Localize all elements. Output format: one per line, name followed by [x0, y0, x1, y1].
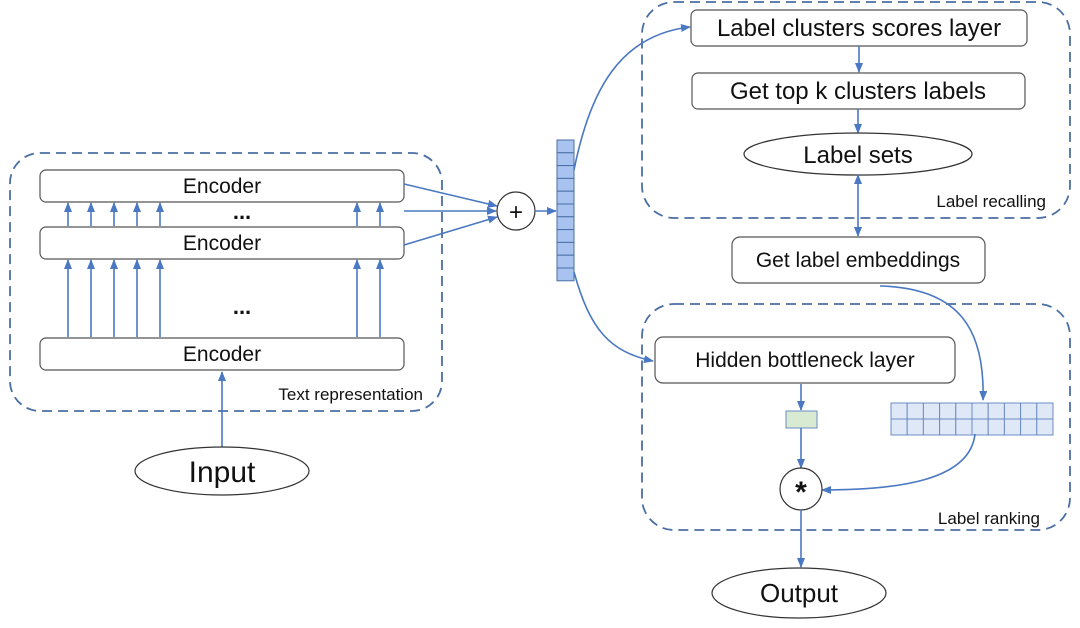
matrix-cell	[987, 402, 1005, 420]
matrix-cell	[890, 418, 908, 436]
vector-cell	[556, 267, 575, 282]
matrix-cell	[1020, 418, 1038, 436]
input-label: Input	[189, 456, 256, 489]
label-ranking-group: Label ranking	[641, 303, 1071, 531]
matrix-cell	[955, 418, 973, 436]
sum-operator: +	[403, 183, 557, 246]
input-node: Input	[134, 446, 310, 496]
vector-to-bottleneck-arrow	[573, 271, 654, 364]
matrix-cell	[906, 402, 924, 420]
encoder-mid-to-sum-arrow	[403, 215, 498, 246]
label-ranking-nodes: Hidden bottleneck layer *	[654, 336, 1054, 568]
matrix-cell	[1003, 418, 1022, 436]
encoder-bottom-box	[39, 337, 405, 371]
matrix-cell	[971, 402, 989, 420]
label-clusters-scores-layer-label: Label clusters scores layer	[717, 15, 1001, 42]
label-recalling-label: Label recalling	[936, 192, 1046, 211]
hidden-bottleneck-layer-label: Hidden bottleneck layer	[695, 349, 914, 372]
encoder-top-label: Encoder	[183, 175, 261, 198]
product-symbol: *	[795, 476, 807, 509]
encoder-stack: Encoder Encoder Encoder ... ...	[39, 169, 405, 371]
output-ellipse	[711, 567, 887, 619]
matrix-cell	[971, 418, 989, 436]
matrix-cell	[1036, 402, 1054, 420]
matrix-cell	[987, 418, 1005, 436]
label-embedding-matrix	[890, 402, 1054, 436]
label-ranking-label: Label ranking	[938, 509, 1040, 528]
embeddings-to-matrix-arrow	[879, 285, 988, 401]
matrix-cell	[906, 418, 924, 436]
get-top-k-clusters-labels-label: Get top k clusters labels	[730, 78, 986, 105]
output-node: Output	[711, 567, 887, 619]
matrix-cell	[1036, 418, 1054, 436]
matrix-cell	[939, 418, 957, 436]
label-recalling-group: Label recalling	[641, 1, 1071, 219]
matrix-cell	[890, 402, 908, 420]
encoder-bottom-label: Encoder	[183, 343, 261, 366]
hidden-bottleneck-layer-box	[654, 336, 956, 384]
sum-symbol: +	[509, 199, 523, 226]
get-label-embeddings-box	[731, 236, 986, 284]
encoder-top-box	[39, 169, 405, 203]
text-representation-border	[9, 152, 443, 412]
label-recalling-nodes: Label clusters scores layer Get top k cl…	[690, 9, 1028, 176]
label-sets-label: Label sets	[803, 142, 912, 169]
matrix-cell	[922, 402, 941, 420]
bottleneck-vector	[785, 410, 818, 429]
vector-cell	[556, 177, 575, 192]
vector-cell	[556, 190, 575, 205]
upward-arrows	[64, 202, 384, 448]
matrix-cell	[922, 418, 941, 436]
vector-to-scores-arrow	[573, 24, 691, 171]
get-label-embeddings-label: Get label embeddings	[756, 249, 960, 272]
text-representation-group: Text representation	[9, 152, 443, 412]
matrix-cell	[939, 402, 957, 420]
vector-cell	[556, 216, 575, 231]
vector-cell	[556, 203, 575, 218]
vector-cell	[556, 139, 575, 154]
ellipsis-between-encoders: ...	[233, 199, 251, 224]
input-ellipse	[134, 446, 310, 496]
encoder-mid-box	[39, 226, 405, 260]
vector-cell	[556, 152, 575, 167]
vector-cell	[556, 254, 575, 269]
vector-cell	[556, 165, 575, 179]
matrix-cell	[1003, 402, 1022, 420]
output-label: Output	[760, 578, 839, 608]
encoder-mid-label: Encoder	[183, 232, 261, 255]
matrix-to-product-arrow	[821, 433, 976, 494]
vector-cell	[556, 241, 575, 256]
vector-cell	[556, 229, 575, 243]
label-recalling-border	[641, 1, 1071, 219]
text-representation-label: Text representation	[278, 385, 423, 404]
ellipsis-encoder-stack: ...	[233, 294, 251, 319]
encoder-top-to-sum-arrow	[403, 183, 498, 208]
matrix-cell	[955, 402, 973, 420]
matrix-cell	[1020, 402, 1038, 420]
text-representation-vector	[556, 139, 575, 282]
label-ranking-border	[641, 303, 1071, 531]
get-label-embeddings-node: Get label embeddings	[731, 174, 988, 401]
